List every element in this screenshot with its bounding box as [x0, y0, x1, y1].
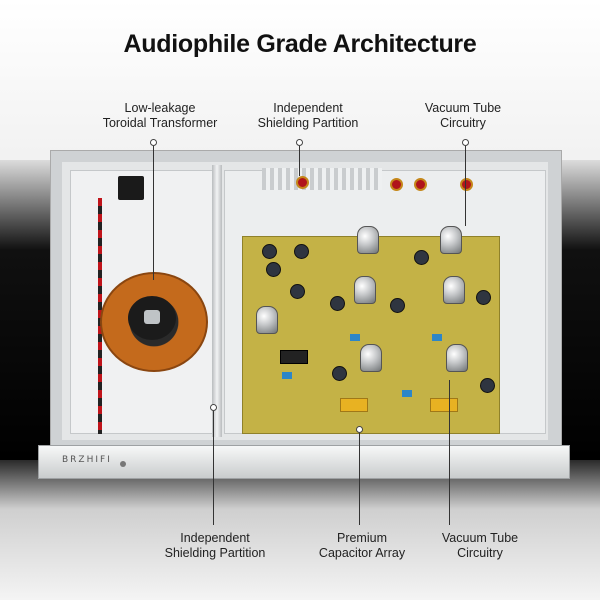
callout-dot: [296, 139, 303, 146]
vent-slots: [262, 168, 382, 190]
shielding-partition: [212, 165, 222, 437]
callout-line: Shielding Partition: [257, 116, 359, 130]
callout-line: Independent: [180, 531, 250, 545]
leader-line: [449, 380, 450, 525]
callout-line: Shielding Partition: [164, 546, 266, 560]
resistor-icon: [432, 334, 442, 341]
callout-transformer: Low-leakage Toroidal Transformer: [90, 101, 230, 131]
callout-capacitor-array: Premium Capacitor Array: [302, 531, 422, 561]
capacitor-icon: [290, 284, 305, 299]
callout-line: Capacitor Array: [318, 546, 406, 560]
callout-partition-bottom: Independent Shielding Partition: [155, 531, 275, 561]
resistor-icon: [402, 390, 412, 397]
transformer-bolt: [144, 310, 160, 324]
callout-line: Toroidal Transformer: [102, 116, 218, 130]
callout-tube-bottom: Vacuum Tube Circuitry: [420, 531, 540, 561]
vacuum-tube-icon: [446, 344, 468, 372]
leader-line: [153, 146, 154, 280]
callout-line: Circuitry: [457, 546, 503, 560]
leader-line: [213, 411, 214, 525]
capacitor-icon: [262, 244, 277, 259]
callout-line: Independent: [273, 101, 343, 115]
callout-dot: [210, 404, 217, 411]
capacitor-icon: [330, 296, 345, 311]
background-bottom: [0, 460, 600, 600]
vacuum-tube-icon: [360, 344, 382, 372]
callout-line: Low-leakage: [124, 101, 196, 115]
binding-post-icon: [414, 178, 427, 191]
callout-line: Premium: [336, 531, 387, 545]
vacuum-tube-icon: [357, 226, 379, 254]
callout-line: Vacuum Tube: [424, 101, 502, 115]
front-panel: [38, 445, 570, 479]
vacuum-tube-icon: [354, 276, 376, 304]
callout-line: Circuitry: [440, 116, 486, 130]
page-title: Audiophile Grade Architecture: [123, 30, 477, 58]
vacuum-tube-icon: [256, 306, 278, 334]
callout-line: Vacuum Tube: [441, 531, 519, 545]
callout-tube-top: Vacuum Tube Circuitry: [398, 101, 528, 131]
binding-post-icon: [390, 178, 403, 191]
capacitor-icon: [480, 378, 495, 393]
callout-dot: [150, 139, 157, 146]
capacitor-icon: [390, 298, 405, 313]
callout-dot: [462, 139, 469, 146]
binding-post-icon: [296, 176, 309, 189]
vacuum-tube-icon: [443, 276, 465, 304]
capacitor-icon: [332, 366, 347, 381]
film-capacitor-icon: [430, 398, 458, 412]
leader-line: [359, 433, 360, 525]
amplifier-pcb: [242, 236, 500, 434]
resistor-icon: [350, 334, 360, 341]
callout-partition-top: Independent Shielding Partition: [238, 101, 378, 131]
iec-inlet-icon: [118, 176, 144, 200]
front-jack-icon: [120, 461, 126, 467]
resistor-icon: [282, 372, 292, 379]
capacitor-icon: [294, 244, 309, 259]
callout-dot: [356, 426, 363, 433]
binding-post-icon: [460, 178, 473, 191]
vacuum-tube-icon: [440, 226, 462, 254]
brand-logo: BRZHIFI: [62, 455, 112, 465]
film-capacitor-icon: [340, 398, 368, 412]
leader-line: [465, 146, 466, 226]
can-capacitor-icon: [280, 350, 308, 364]
capacitor-icon: [266, 262, 281, 277]
capacitor-icon: [476, 290, 491, 305]
leader-line: [299, 146, 300, 176]
capacitor-icon: [414, 250, 429, 265]
